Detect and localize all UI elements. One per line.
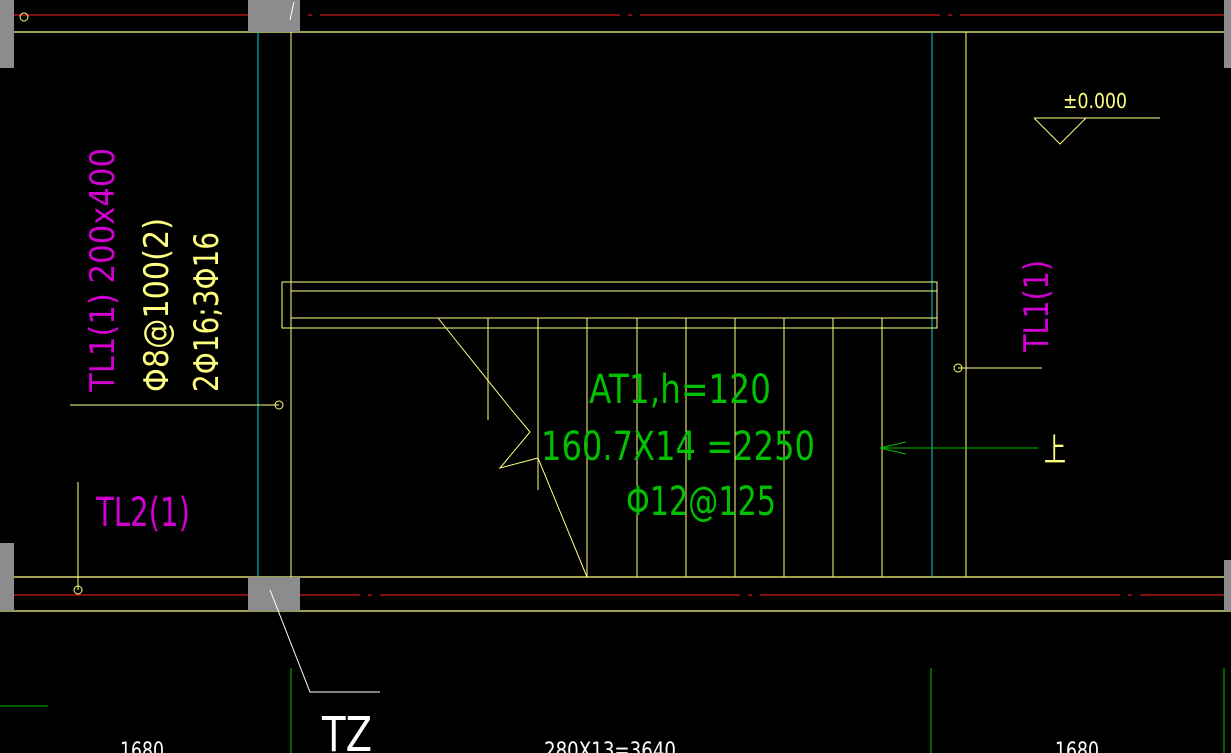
tz-label: TZ xyxy=(321,707,372,753)
bottom-beam xyxy=(0,576,1231,612)
tl1-left-stirrup-label: Φ8@100(2) xyxy=(137,218,177,392)
landing-beam xyxy=(281,281,938,329)
stair-steps-label: 160.7X14 =2250 xyxy=(541,424,815,470)
tl1-right-label: TL1(1) xyxy=(1017,260,1057,353)
break-line-icon xyxy=(437,317,588,578)
column-bottom-left xyxy=(0,543,14,611)
dim-right-label: 1680 xyxy=(1055,739,1099,753)
arrow-left-icon xyxy=(879,441,1038,455)
elevation-label: ±0.000 xyxy=(1063,89,1127,113)
column-bottom-tz xyxy=(248,577,300,611)
stair-rebar-label: Φ12@125 xyxy=(626,479,776,525)
dimension-lines xyxy=(0,668,1225,753)
column-top-left xyxy=(0,0,14,68)
dim-left-label: 1680 xyxy=(120,739,164,753)
tl2-label: TL2(1) xyxy=(95,490,190,536)
tl1-left-rebar-label: 2Φ16;3Φ16 xyxy=(187,232,227,392)
direction-up-label: 上 xyxy=(1044,431,1066,469)
stair-treads xyxy=(487,318,883,577)
wall-lines xyxy=(257,32,967,577)
elevation-triangle-icon xyxy=(1033,117,1160,145)
tl1-left-spec-label: TL1(1) 200x400 xyxy=(83,148,123,393)
stair-name-label: AT1,h=120 xyxy=(589,367,771,413)
column-top-right xyxy=(1224,0,1231,68)
column-bottom-right xyxy=(1224,560,1231,611)
top-beam xyxy=(0,14,1231,33)
dim-middle-label: 280X13=3640 xyxy=(544,739,676,753)
tz-leader xyxy=(269,589,380,693)
column-top-middle xyxy=(248,0,300,32)
